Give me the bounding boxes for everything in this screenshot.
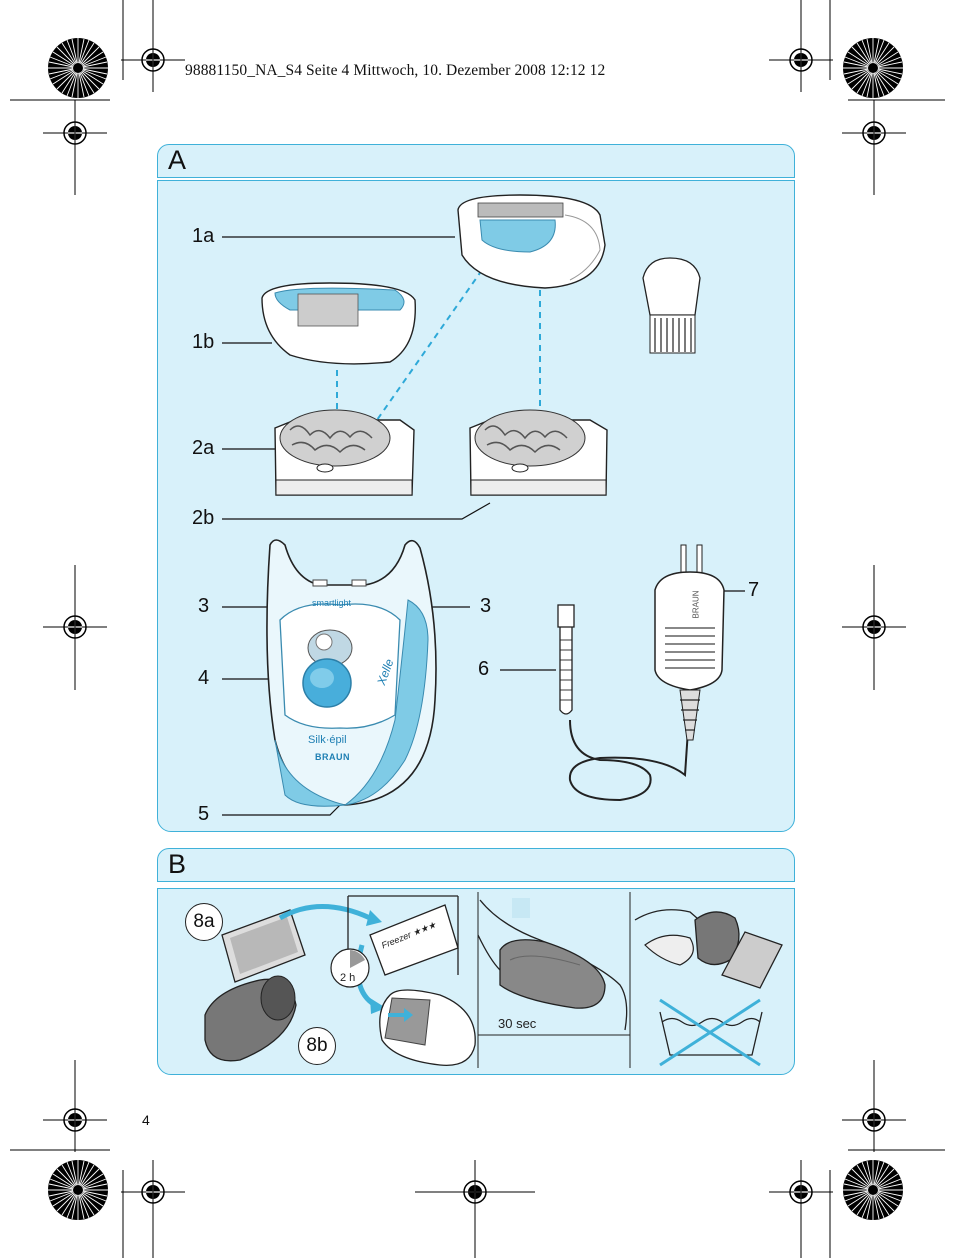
label-6: 6 (478, 658, 490, 680)
cooling-pad-8a (221, 909, 306, 983)
cap-1b (261, 282, 416, 365)
time-label: 2 h (340, 972, 356, 984)
label-4: 4 (198, 667, 210, 689)
cleaning-brush (642, 257, 701, 354)
cleaning-hand (634, 909, 783, 989)
power-cord (557, 604, 689, 802)
braun-device-logo: BRAUN (315, 752, 350, 762)
label-7: 7 (748, 579, 760, 601)
no-wash-icon (659, 998, 763, 1067)
leg-application (477, 898, 630, 1036)
epilator-with-sleeve (379, 989, 476, 1066)
page-number: 4 (142, 1112, 150, 1128)
section-a-tab (157, 144, 795, 178)
label-8b: 8b (298, 1027, 336, 1065)
label-3-left: 3 (198, 595, 210, 617)
print-header: 98881150_NA_S4 Seite 4 Mittwoch, 10. Dez… (185, 62, 606, 79)
cap-1a (457, 194, 606, 289)
duration-label: 30 sec (498, 1016, 537, 1031)
section-a-letter: A (168, 145, 187, 175)
label-1b: 1b (192, 331, 215, 353)
power-adapter (654, 544, 725, 741)
smartlight-label: smartlight (312, 598, 352, 608)
cooling-sleeve-8b (204, 975, 297, 1062)
epilator-device (266, 539, 437, 807)
epilation-head-2a (274, 409, 415, 496)
epilation-head-2b (469, 409, 608, 496)
label-2b: 2b (192, 507, 215, 529)
section-b-letter: B (168, 849, 187, 879)
label-5: 5 (198, 803, 210, 825)
section-b-tab (157, 848, 795, 882)
label-2a: 2a (192, 437, 215, 459)
freezer (347, 895, 459, 976)
label-1a: 1a (192, 225, 215, 247)
label-8a: 8a (185, 903, 223, 941)
label-3-right: 3 (480, 595, 492, 617)
silk-epil-label: Silk·épil (308, 734, 347, 746)
